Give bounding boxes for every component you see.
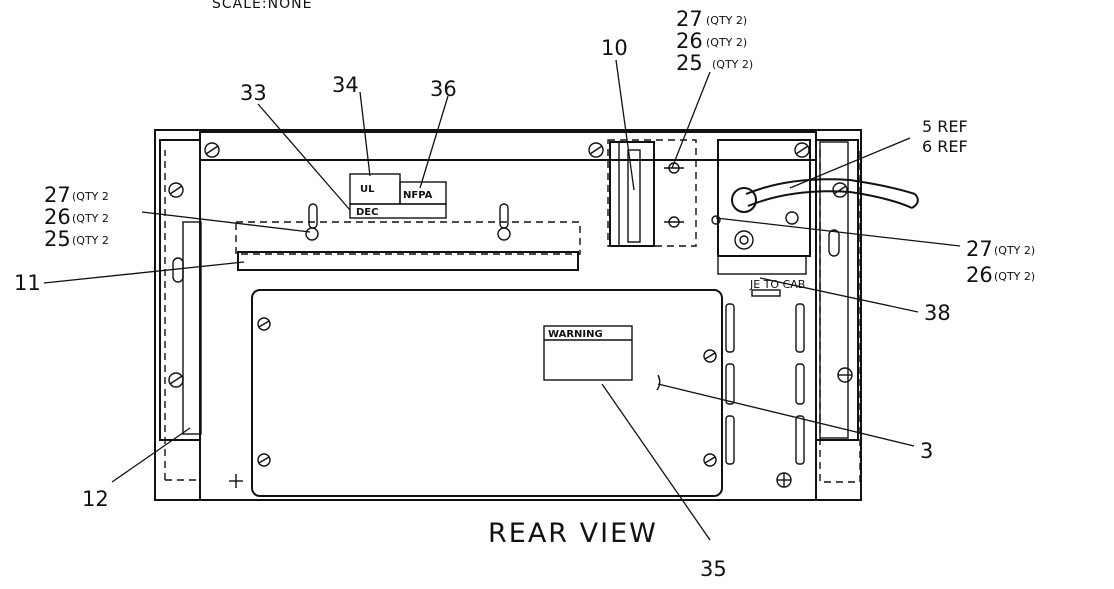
callout-34: 34 <box>332 73 359 97</box>
callout-35: 35 <box>700 557 727 581</box>
label-plates: UL NFPA DEC <box>349 173 447 219</box>
callout-6-ref: 6 REF <box>922 137 968 156</box>
callout-26-right-qty: (QTY 2) <box>994 270 1035 283</box>
callout-27-top: 27 <box>676 7 703 31</box>
dec-label: DEC <box>356 207 378 218</box>
leader-lines <box>43 59 961 541</box>
chassis-frame <box>154 129 862 501</box>
callout-25-left-qty: (QTY 2 <box>72 234 109 247</box>
mounting-bar <box>235 203 581 271</box>
callout-36: 36 <box>430 77 457 101</box>
view-title: REAR VIEW <box>488 518 658 549</box>
callout-26-top: 26 <box>676 29 703 53</box>
callout-27-top-qty: (QTY 2) <box>706 14 747 27</box>
callout-38: 38 <box>924 301 951 325</box>
callout-26-right: 26 <box>966 263 993 287</box>
callout-numbers: 10 33 34 36 27 (QTY 2) 26 (QTY 2) 25 (QT… <box>14 7 1035 581</box>
callout-26-left-qty: (QTY 2 <box>72 212 109 225</box>
main-cover: WARNING <box>251 289 723 497</box>
callout-26-top-qty: (QTY 2) <box>706 36 747 49</box>
callout-3: 3 <box>920 439 933 463</box>
cable-entry-plate: JE TO CAB <box>711 139 919 297</box>
scale-note: SCALE:NONE <box>212 0 312 12</box>
callout-33: 33 <box>240 81 267 105</box>
warning-label: WARNING <box>548 329 603 340</box>
callout-27-left-qty: (QTY 2 <box>72 190 109 203</box>
callout-11: 11 <box>14 271 41 295</box>
nfpa-label: NFPA <box>403 190 433 201</box>
jetocab-label: JE TO CAB <box>749 278 805 291</box>
callout-27-left: 27 <box>44 183 71 207</box>
callout-25-top-qty: (QTY 2) <box>712 58 753 71</box>
callout-25-top: 25 <box>676 51 703 75</box>
part-10-bracket <box>607 139 697 247</box>
ul-label: UL <box>360 184 375 195</box>
callout-10: 10 <box>601 36 628 60</box>
callout-25-left: 25 <box>44 227 71 251</box>
frame-screws <box>168 142 853 488</box>
callout-27-right: 27 <box>966 237 993 261</box>
callout-5-ref: 5 REF <box>922 117 968 136</box>
vent-slots <box>725 303 805 465</box>
callout-27-right-qty: (QTY 2) <box>994 244 1035 257</box>
callout-26-left: 26 <box>44 205 71 229</box>
callout-12: 12 <box>82 487 109 511</box>
